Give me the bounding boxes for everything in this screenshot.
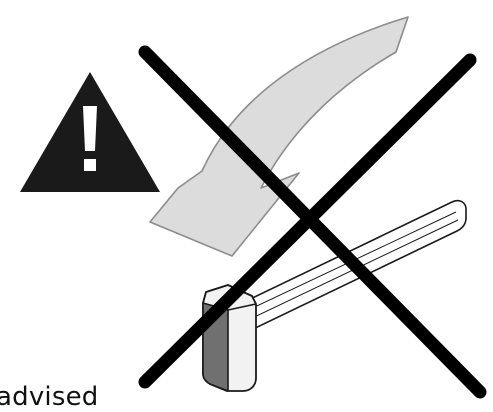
caption-text: advised (0, 382, 99, 412)
curved-arrow-icon (150, 17, 408, 256)
warning-triangle-icon (20, 72, 160, 192)
